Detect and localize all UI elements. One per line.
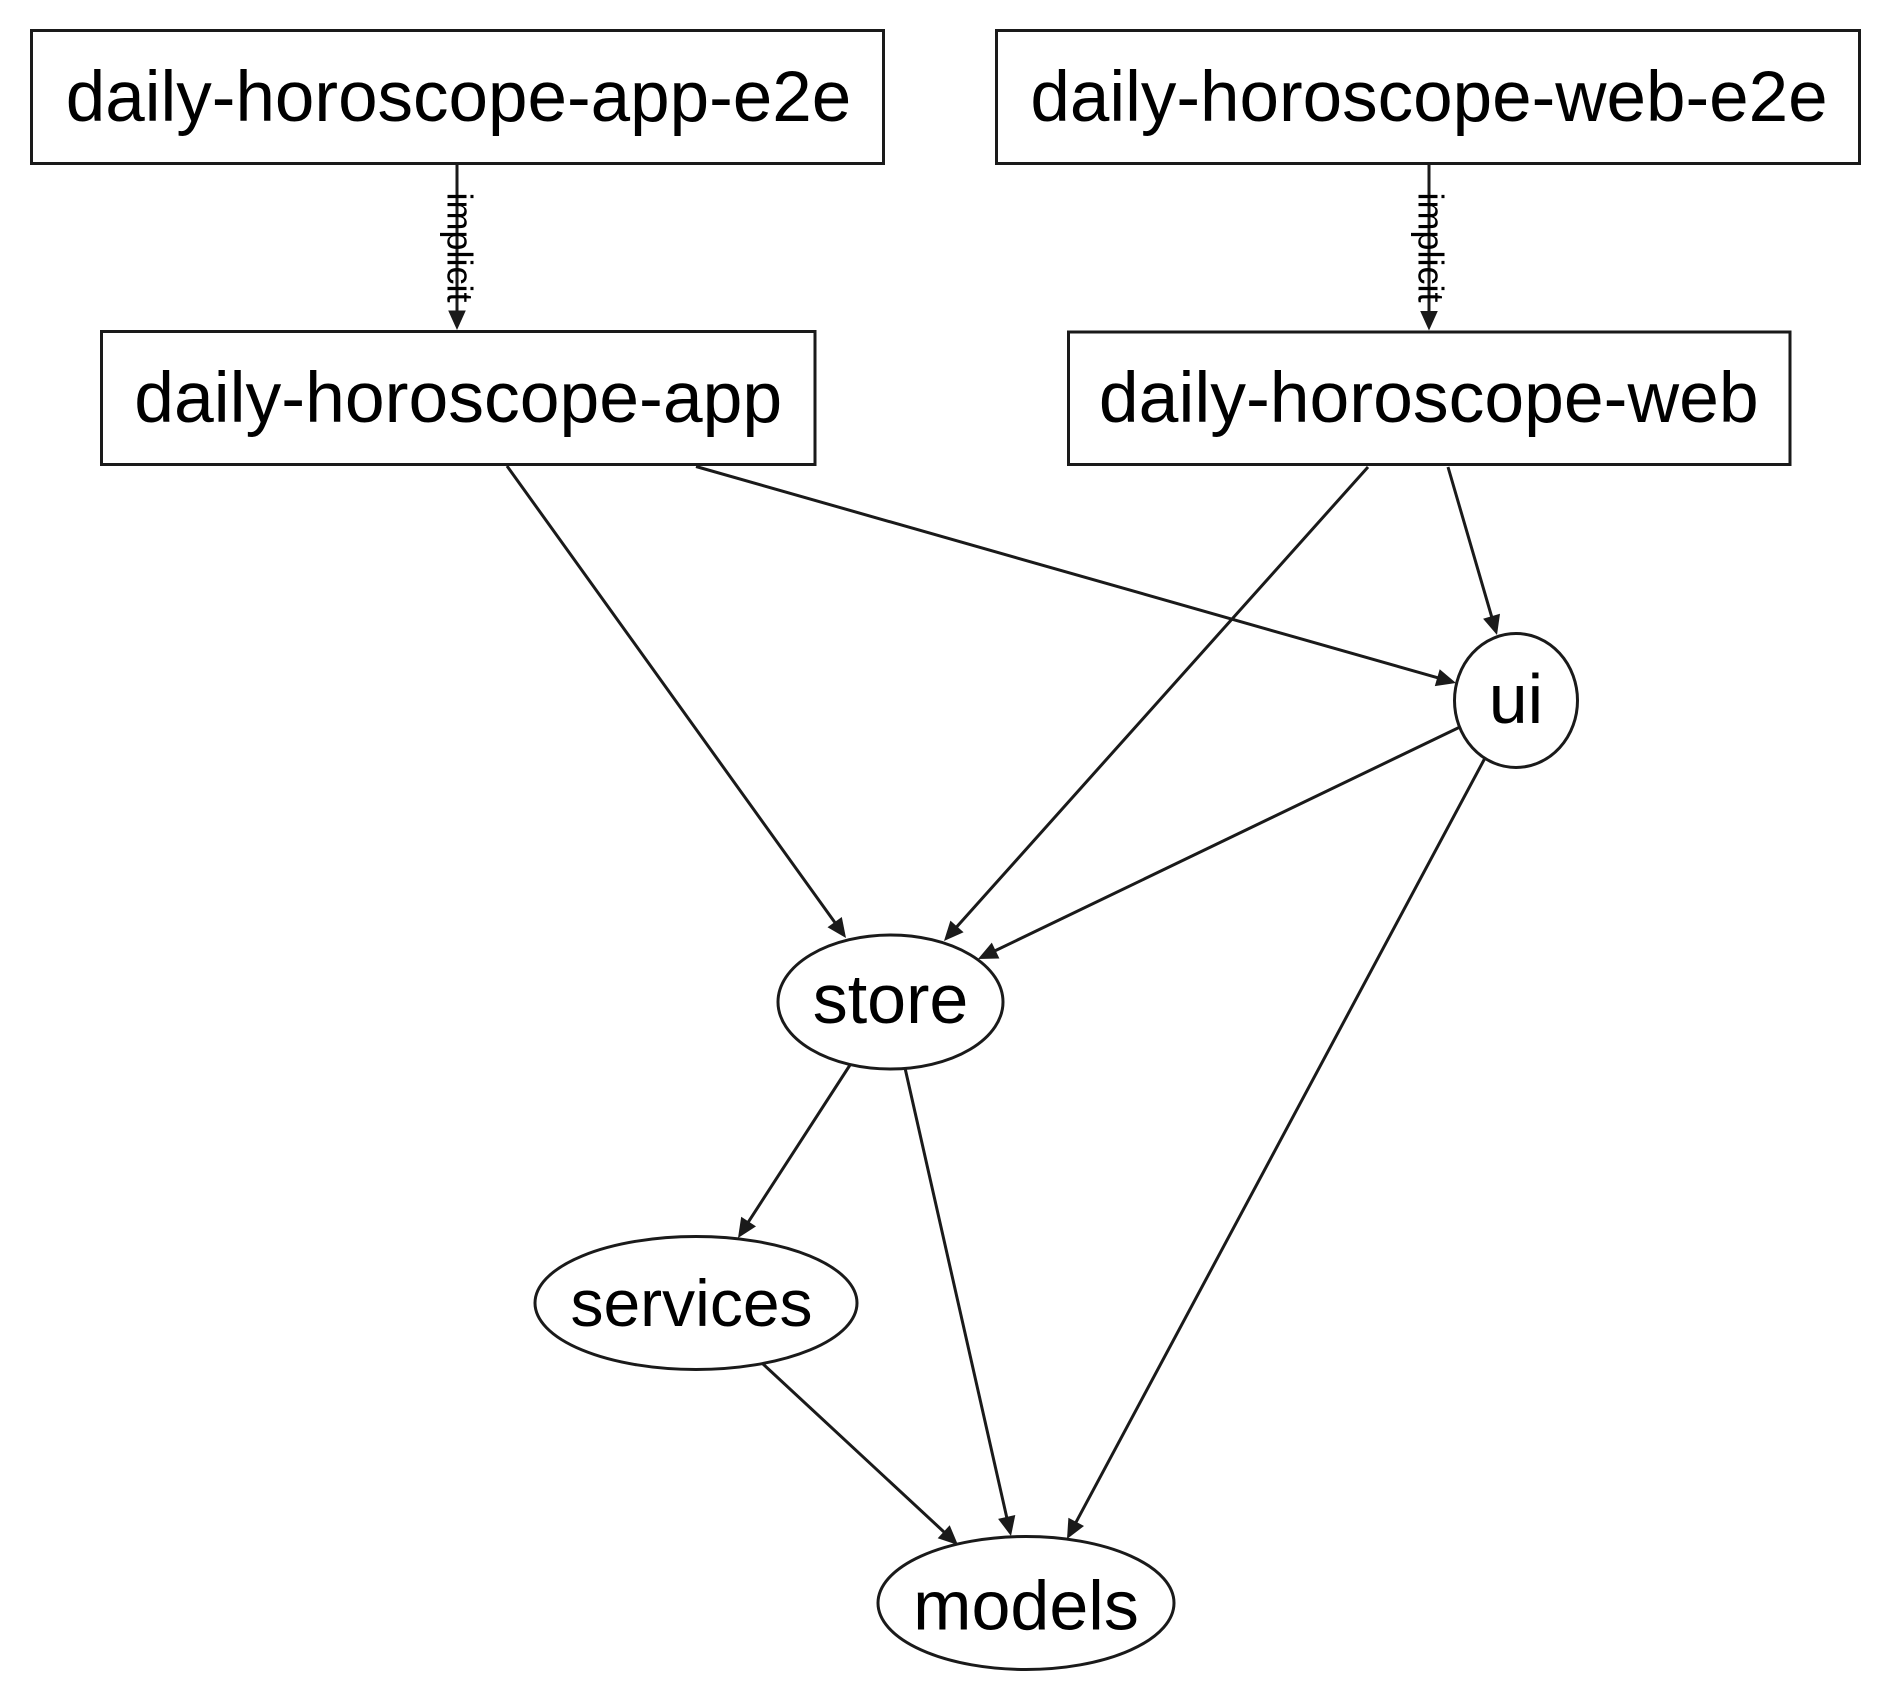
- svg-text:ui: ui: [1489, 660, 1543, 738]
- svg-text:implicit: implicit: [1411, 193, 1452, 303]
- svg-text:store: store: [813, 960, 969, 1038]
- svg-text:implicit: implicit: [440, 193, 481, 303]
- svg-text:daily-horoscope-app: daily-horoscope-app: [134, 358, 782, 438]
- svg-text:models: models: [913, 1567, 1139, 1645]
- svg-text:services: services: [570, 1266, 812, 1340]
- svg-text:daily-horoscope-app-e2e: daily-horoscope-app-e2e: [66, 58, 851, 137]
- svg-text:daily-horoscope-web: daily-horoscope-web: [1099, 358, 1759, 438]
- svg-text:daily-horoscope-web-e2e: daily-horoscope-web-e2e: [1030, 58, 1827, 137]
